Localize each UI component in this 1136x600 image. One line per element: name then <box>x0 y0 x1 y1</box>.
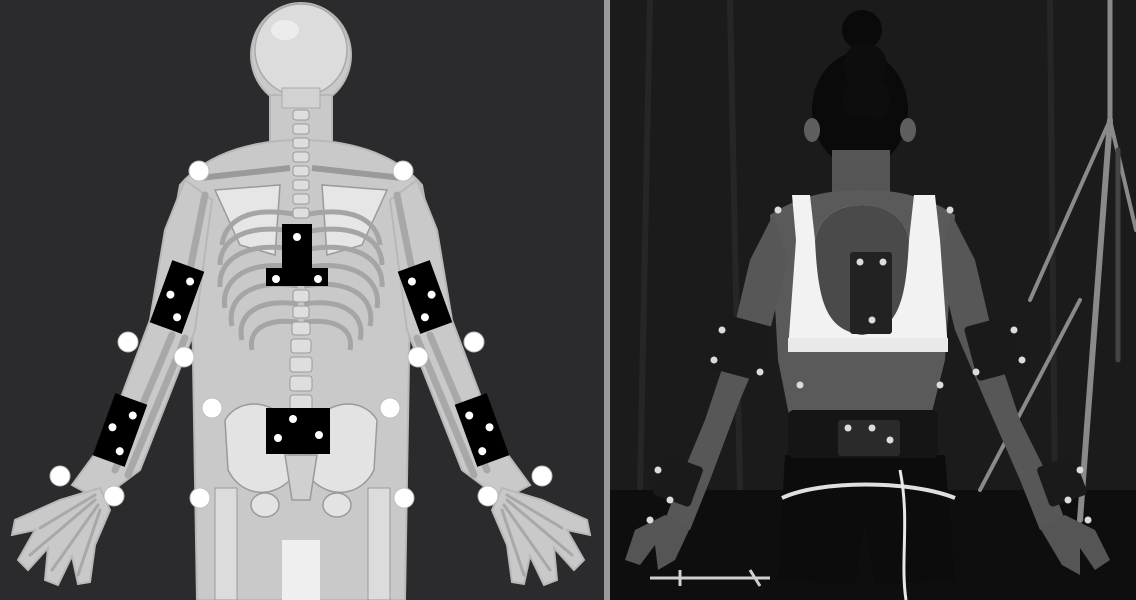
marker-right-ulnar-styloid <box>478 486 498 506</box>
anatomy-diagram <box>0 0 604 600</box>
left-hand-shape <box>12 488 110 585</box>
left-arm-shape <box>72 180 212 500</box>
subject-photo <box>610 0 1136 600</box>
marker-right-iliac-crest <box>380 398 400 418</box>
marker-right-greater-trochanter <box>394 488 414 508</box>
anatomy-diagram-panel <box>0 0 604 600</box>
subject-photo-panel <box>610 0 1136 600</box>
pelvis-cluster-plate <box>266 408 330 454</box>
marker-left-ulnar-styloid <box>104 486 124 506</box>
marker-left-lateral-epicondyle <box>118 332 138 352</box>
marker-right-lateral-epicondyle <box>464 332 484 352</box>
marker-right-radial-styloid <box>532 466 552 486</box>
marker-left-acromion <box>189 161 209 181</box>
marker-right-medial-epicondyle <box>408 347 428 367</box>
marker-left-medial-epicondyle <box>174 347 194 367</box>
right-arm-shape <box>390 180 530 500</box>
right-hand-shape <box>492 488 590 585</box>
marker-right-acromion <box>393 161 413 181</box>
marker-left-radial-styloid <box>50 466 70 486</box>
marker-left-iliac-crest <box>202 398 222 418</box>
marker-left-greater-trochanter <box>190 488 210 508</box>
